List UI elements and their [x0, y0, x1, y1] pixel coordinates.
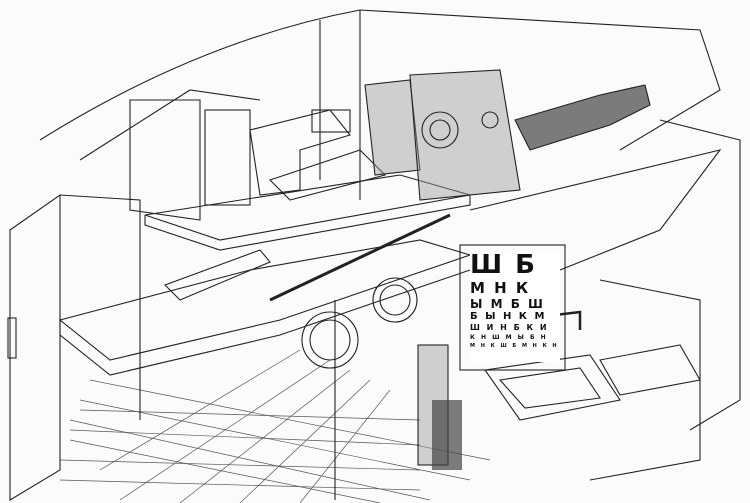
eye-chart: Ш Б М Н К Ы М Б Ш Б Ы Н К М Ш И Н Б К И … — [470, 252, 560, 362]
bottles — [417, 344, 462, 470]
eye-chart-row: Ш Б — [470, 250, 537, 280]
eye-chart-row: К Н Ш М Ы Б Н — [470, 334, 548, 341]
phoropter — [364, 69, 651, 201]
sink — [484, 310, 701, 421]
eye-chart-row: М Н К Ш Б М Н К Н — [470, 343, 559, 349]
eye-chart-row: М Н К — [470, 279, 531, 297]
lower-table — [58, 213, 472, 376]
cabinet — [7, 193, 141, 501]
eye-chart-row: Ы М Б Ш — [470, 297, 545, 311]
floor-grid — [59, 349, 491, 503]
eye-chart-row: Б Ы Н К М — [470, 311, 547, 322]
eye-chart-board — [459, 244, 566, 371]
eye-chart-row: Ш И Н Б К И — [470, 323, 549, 332]
